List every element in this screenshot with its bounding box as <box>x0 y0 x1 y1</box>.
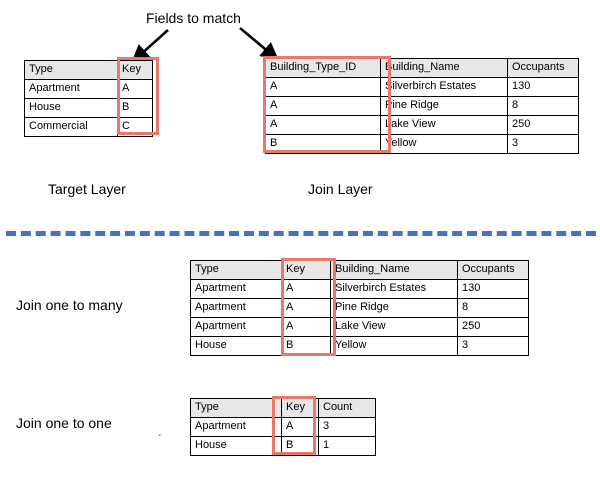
cell-key: A <box>281 298 331 318</box>
cell-count: 3 <box>318 417 376 437</box>
cell-building-name: Yellow <box>330 336 458 356</box>
table-row: Commercial C <box>24 117 153 137</box>
cell-occupants: 250 <box>507 115 579 135</box>
cell-building-type-id: A <box>265 96 381 116</box>
table-row: House B Yellow 3 <box>190 336 529 356</box>
cell-key: A <box>281 279 331 299</box>
cell-occupants: 8 <box>507 96 579 116</box>
join-layer-table: Building_Type_ID Building_Name Occupants… <box>265 58 579 154</box>
cell-key: A <box>281 317 331 337</box>
cell-type: Commercial <box>24 117 118 137</box>
column-header-occupants: Occupants <box>507 58 579 78</box>
table-header-row: Type Key Count <box>190 398 376 418</box>
cell-type: Apartment <box>190 417 282 437</box>
join-one-to-one-caption: Join one to one <box>16 415 112 431</box>
table-header-row: Building_Type_ID Building_Name Occupants <box>265 58 579 78</box>
table-row: A Silverbirch Estates 130 <box>265 77 579 97</box>
column-header-count: Count <box>318 398 376 418</box>
cell-type: Apartment <box>190 317 282 337</box>
arrow-to-join-key-icon <box>239 27 279 61</box>
table-header-row: Type Key Building_Name Occupants <box>190 260 529 280</box>
cell-type: House <box>190 436 282 456</box>
column-header-building-name: Building_Name <box>380 58 508 78</box>
cell-key: C <box>117 117 153 137</box>
cell-building-name: Lake View <box>380 115 508 135</box>
table-row: House B <box>24 98 153 118</box>
cell-occupants: 3 <box>457 336 529 356</box>
cell-occupants: 130 <box>507 77 579 97</box>
join-one-to-many-caption: Join one to many <box>16 297 123 313</box>
cell-type: House <box>190 336 282 356</box>
cell-building-name: Silverbirch Estates <box>330 279 458 299</box>
cell-key: B <box>281 336 331 356</box>
target-layer-table: Type Key Apartment A House B Commercial … <box>24 60 153 137</box>
cell-key: B <box>117 98 153 118</box>
column-header-occupants: Occupants <box>457 260 529 280</box>
column-header-type: Type <box>190 398 282 418</box>
cell-type: House <box>24 98 118 118</box>
table-row: A Pine Ridge 8 <box>265 96 579 116</box>
column-header-key: Key <box>281 260 331 280</box>
target-layer-caption: Target Layer <box>48 181 126 197</box>
stray-dot-artifact: . <box>158 424 162 439</box>
table-header-row: Type Key <box>24 60 153 80</box>
cell-key: A <box>281 417 319 437</box>
table-row: Apartment A Pine Ridge 8 <box>190 298 529 318</box>
cell-occupants: 130 <box>457 279 529 299</box>
cell-building-type-id: A <box>265 77 381 97</box>
column-header-key: Key <box>281 398 319 418</box>
cell-occupants: 250 <box>457 317 529 337</box>
cell-building-name: Pine Ridge <box>330 298 458 318</box>
cell-type: Apartment <box>24 79 118 99</box>
cell-building-name: Pine Ridge <box>380 96 508 116</box>
table-row: Apartment A Lake View 250 <box>190 317 529 337</box>
column-header-key: Key <box>117 60 153 80</box>
section-divider <box>6 231 596 236</box>
table-row: Apartment A Silverbirch Estates 130 <box>190 279 529 299</box>
cell-type: Apartment <box>190 298 282 318</box>
column-header-type: Type <box>24 60 118 80</box>
column-header-building-type-id: Building_Type_ID <box>265 58 381 78</box>
cell-building-name: Silverbirch Estates <box>380 77 508 97</box>
table-row: Apartment A <box>24 79 153 99</box>
column-header-type: Type <box>190 260 282 280</box>
cell-key: A <box>117 79 153 99</box>
cell-occupants: 3 <box>507 134 579 154</box>
join-one-to-many-table: Type Key Building_Name Occupants Apartme… <box>190 260 529 356</box>
column-header-building-name: Building_Name <box>330 260 458 280</box>
join-one-to-one-table: Type Key Count Apartment A 3 House B 1 <box>190 398 376 456</box>
arrow-to-target-key-icon <box>131 29 169 63</box>
cell-building-name: Yellow <box>380 134 508 154</box>
cell-occupants: 8 <box>457 298 529 318</box>
cell-key: B <box>281 436 319 456</box>
cell-building-type-id: B <box>265 134 381 154</box>
join-layer-caption: Join Layer <box>308 181 373 197</box>
cell-building-type-id: A <box>265 115 381 135</box>
table-row: A Lake View 250 <box>265 115 579 135</box>
table-row: Apartment A 3 <box>190 417 376 437</box>
cell-building-name: Lake View <box>330 317 458 337</box>
fields-to-match-label: Fields to match <box>146 10 241 26</box>
table-row: House B 1 <box>190 436 376 456</box>
cell-type: Apartment <box>190 279 282 299</box>
cell-count: 1 <box>318 436 376 456</box>
table-row: B Yellow 3 <box>265 134 579 154</box>
